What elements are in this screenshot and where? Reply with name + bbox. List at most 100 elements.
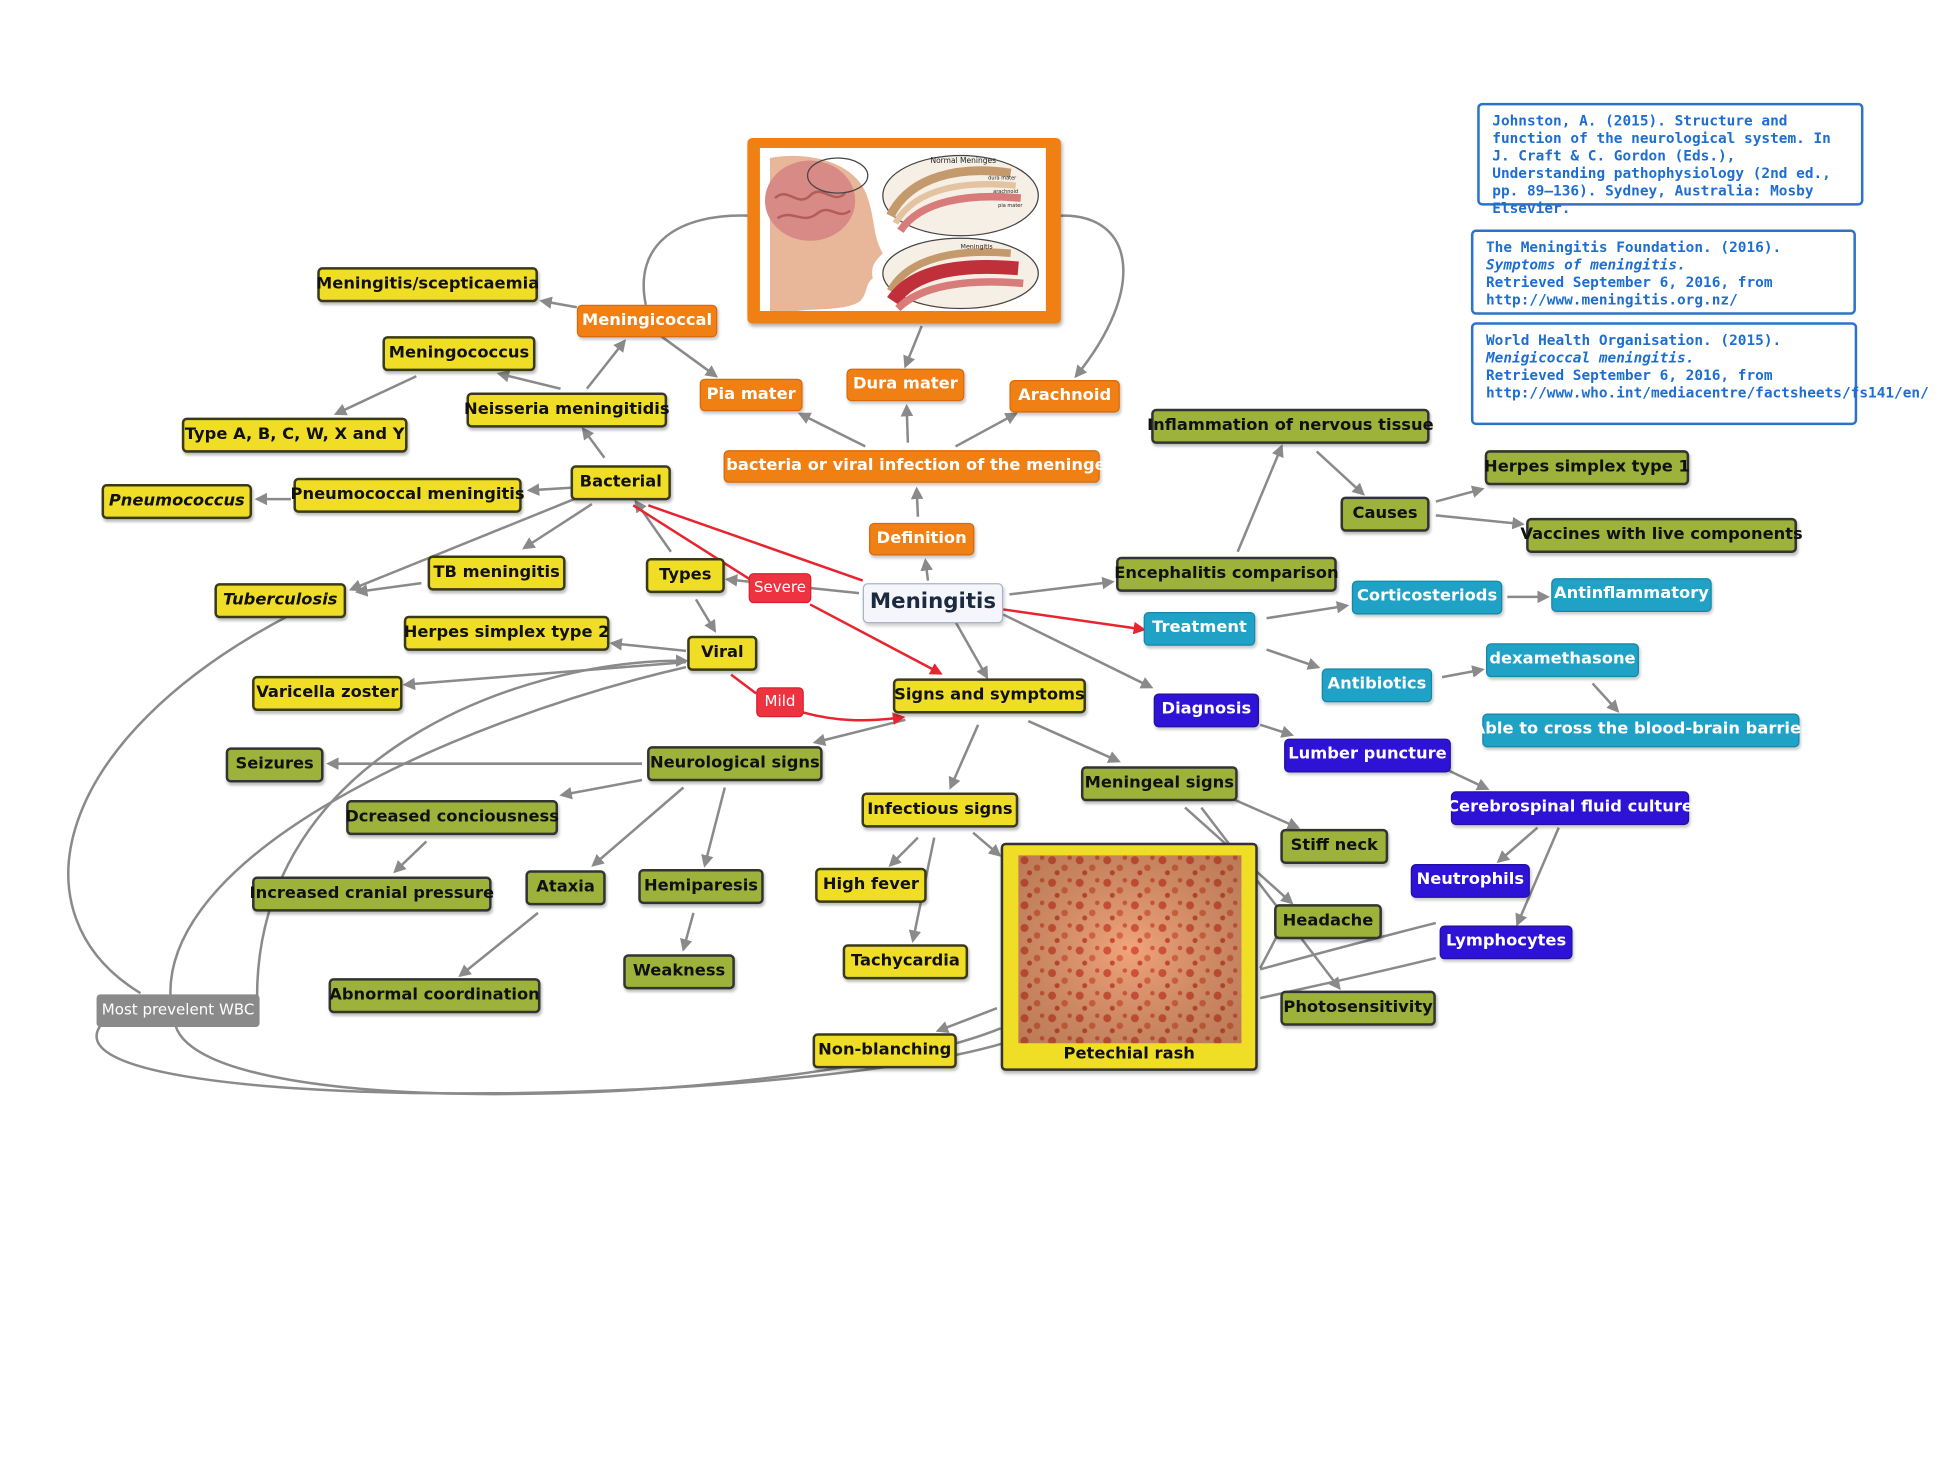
link xyxy=(642,214,750,305)
dura-mater-node[interactable]: Dura mater xyxy=(846,368,965,402)
reference-meningitis-foundation: The Meningitis Foundation. (2016). Sympt… xyxy=(1470,229,1856,315)
headache-node[interactable]: Headache xyxy=(1274,904,1382,940)
pia-mater-node[interactable]: Pia mater xyxy=(699,378,803,412)
dexamethasone-node[interactable]: dexamethasone xyxy=(1485,643,1639,678)
mild-tag[interactable]: Mild xyxy=(756,687,804,718)
definition-text-node[interactable]: A bacteria or viral infection of the men… xyxy=(708,450,1115,483)
causes-node[interactable]: Causes xyxy=(1340,496,1430,532)
pneumococcus-node[interactable]: Pneumococcus xyxy=(101,484,253,520)
infectious-signs-node[interactable]: Infectious signs xyxy=(861,792,1019,828)
ataxia-node[interactable]: Ataxia xyxy=(525,870,606,906)
link xyxy=(680,912,695,952)
meningicoccal-node[interactable]: Meningicoccal xyxy=(576,304,718,338)
seizures-node[interactable]: Seizures xyxy=(225,747,324,783)
reference-johnston: Johnston, A. (2015). Structure and funct… xyxy=(1477,102,1864,217)
link xyxy=(458,911,539,978)
link xyxy=(539,296,578,309)
link xyxy=(1259,956,1437,1000)
link xyxy=(1591,682,1620,713)
corticosteroids-node[interactable]: Corticosteriods xyxy=(1351,580,1503,615)
encephalitis-comparison-node[interactable]: Encephalitis comparison xyxy=(1114,556,1339,592)
link xyxy=(1441,766,1490,791)
blood-brain-barrier-node[interactable]: Able to cross the blood-brain barrier xyxy=(1473,713,1809,748)
link xyxy=(1259,723,1295,738)
severe-tag[interactable]: Severe xyxy=(748,573,812,604)
photosensitivity-node[interactable]: Photosensitivity xyxy=(1280,990,1436,1026)
varicella-zoster-node[interactable]: Varicella zoster xyxy=(252,675,403,712)
link xyxy=(581,426,606,459)
link xyxy=(522,503,593,550)
tb-meningitis-node[interactable]: TB meningitis xyxy=(427,555,566,591)
treatment-node[interactable]: Treatment xyxy=(1143,611,1256,646)
severe-link xyxy=(632,504,751,581)
link xyxy=(585,339,627,390)
hemiparesis-node[interactable]: Hemiparesis xyxy=(638,869,764,905)
link xyxy=(348,497,575,592)
mild-link xyxy=(730,673,757,695)
pneumococcal-meningitis-node[interactable]: Pneumococcal meningitis xyxy=(291,477,525,513)
meninges-illustration: Normal Meninges dura mater arachnoid pia… xyxy=(747,137,1061,324)
link xyxy=(935,1007,998,1034)
link xyxy=(333,375,417,416)
meningeal-signs-node[interactable]: Meningeal signs xyxy=(1080,766,1238,802)
link xyxy=(920,558,933,581)
link xyxy=(1009,576,1115,596)
neisseria-node[interactable]: Neisseria meningitidis xyxy=(464,392,670,428)
severe-link xyxy=(1003,608,1147,635)
link xyxy=(797,412,866,448)
herpes-simplex-2-node[interactable]: Herpes simplex type 2 xyxy=(404,615,610,651)
serotypes-node[interactable]: Type A, B, C, W, X and Y xyxy=(181,417,408,453)
lymphocytes-node[interactable]: Lymphocytes xyxy=(1439,925,1573,960)
ref3-retrieved: Retrieved September 6, 2016, from http:/… xyxy=(1485,366,1929,402)
ref2-author: The Meningitis Foundation. (2016). xyxy=(1485,238,1782,256)
signs-symptoms-node[interactable]: Signs and symptoms xyxy=(892,678,1086,714)
most-prevalent-wbc-note[interactable]: Most prevelent WBC xyxy=(96,994,260,1028)
meningococcus-node[interactable]: Meningococcus xyxy=(382,336,536,372)
neutrophils-node[interactable]: Neutrophils xyxy=(1410,864,1530,898)
neurological-signs-node[interactable]: Neurological signs xyxy=(647,746,823,782)
types-node[interactable]: Types xyxy=(645,558,725,594)
bacterial-node[interactable]: Bacterial xyxy=(570,465,671,501)
non-blanching-node[interactable]: Non-blanching xyxy=(812,1033,957,1069)
stiff-neck-node[interactable]: Stiff neck xyxy=(1280,828,1389,865)
link xyxy=(591,786,685,867)
csf-culture-node[interactable]: Cerebrospinal fluid culture xyxy=(1447,791,1693,826)
link xyxy=(954,412,1018,448)
viral-node[interactable]: Viral xyxy=(687,635,758,671)
reference-who: World Health Organisation. (2015). Menig… xyxy=(1470,322,1929,426)
link xyxy=(972,831,1002,857)
increased-cranial-pressure-node[interactable]: Increased cranial pressure xyxy=(250,876,494,912)
inflammation-nervous-tissue-node[interactable]: Inflammation of nervous tissue xyxy=(1147,408,1434,444)
high-fever-node[interactable]: High fever xyxy=(815,867,927,903)
petechial-rash-label: Petechial rash xyxy=(1063,1044,1195,1064)
tachycardia-node[interactable]: Tachycardia xyxy=(842,944,969,980)
abnormal-coordination-node[interactable]: Abnormal coordination xyxy=(328,978,541,1014)
figure-label-arachnoid: arachnoid xyxy=(993,189,1018,195)
antibiotics-node[interactable]: Antibiotics xyxy=(1321,668,1433,703)
link xyxy=(660,335,719,378)
central-node-meningitis[interactable]: Meningitis xyxy=(862,583,1004,624)
link xyxy=(67,613,292,995)
herpes-simplex-1-node[interactable]: Herpes simplex type 1 xyxy=(1484,450,1690,486)
link xyxy=(1200,806,1341,991)
link xyxy=(393,840,428,874)
vaccines-live-node[interactable]: Vaccines with live components xyxy=(1520,517,1803,554)
link xyxy=(1441,665,1485,679)
link xyxy=(1315,450,1365,496)
antiinflammatory-node[interactable]: Antinflammatory xyxy=(1551,578,1712,612)
link xyxy=(1236,444,1284,553)
diagnosis-node[interactable]: Diagnosis xyxy=(1153,693,1260,728)
link xyxy=(1027,719,1121,763)
tuberculosis-node[interactable]: Tuberculosis xyxy=(214,583,347,619)
link xyxy=(888,836,919,868)
arachnoid-node[interactable]: Arachnoid xyxy=(1009,379,1120,413)
link xyxy=(812,718,906,747)
definition-node[interactable]: Definition xyxy=(869,522,975,556)
ref2-title: Symptoms of meningitis. xyxy=(1485,255,1686,274)
weakness-node[interactable]: Weakness xyxy=(623,954,735,990)
meningitis-septicaemia-node[interactable]: Meningitis/scepticaemia xyxy=(316,267,539,303)
decreased-consciousness-node[interactable]: Dcreased conciousness xyxy=(345,800,559,836)
brain-shape xyxy=(764,160,856,241)
lumbar-puncture-node[interactable]: Lumber puncture xyxy=(1284,738,1451,773)
